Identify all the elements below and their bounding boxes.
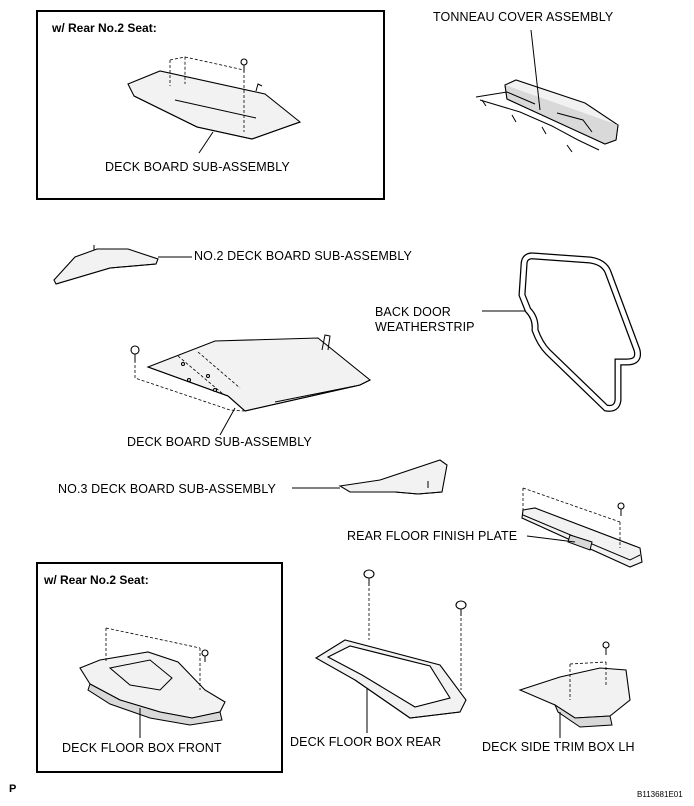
deck-floor-box-rear-label: DECK FLOOR BOX REAR (290, 735, 442, 749)
deck-side-trim-box-illustration (518, 661, 631, 728)
top-inset-leader-line (198, 131, 214, 154)
finish-plate-clip-icon (617, 502, 625, 516)
tonneau-cover-label: TONNEAU COVER ASSEMBLY (433, 10, 614, 24)
finish-plate-leader-line (526, 535, 576, 543)
tonneau-cover-illustration (475, 79, 619, 153)
deck-board-top-illustration (127, 56, 302, 140)
floor-box-rear-clips-icon (363, 569, 467, 690)
back-door-weatherstrip-illustration (518, 252, 641, 412)
figure-id: B113681E01 (637, 790, 683, 799)
deck-board-leader-line (219, 407, 236, 436)
deck-floor-box-front-illustration (79, 627, 226, 726)
deck-board-label: DECK BOARD SUB-ASSEMBLY (127, 435, 312, 449)
bottom-inset-title: w/ Rear No.2 Seat: (44, 573, 149, 587)
floor-box-front-clip-icon (201, 649, 209, 662)
rear-floor-finish-plate-illustration (521, 487, 643, 568)
no2-deck-board-illustration (53, 245, 159, 285)
side-trim-clip-icon (602, 641, 610, 655)
deck-floor-box-rear-illustration (314, 639, 467, 719)
deck-side-trim-box-label: DECK SIDE TRIM BOX LH (482, 740, 635, 754)
top-inset-bolt-icon (240, 58, 248, 72)
corner-letter: P (9, 783, 17, 795)
top-inset-deck-board-label: DECK BOARD SUB-ASSEMBLY (105, 160, 290, 174)
no3-deck-board-illustration (338, 459, 448, 495)
weatherstrip-label: BACK DOOR WEATHERSTRIP (375, 305, 475, 335)
no3-deck-board-label: NO.3 DECK BOARD SUB-ASSEMBLY (58, 482, 276, 496)
tonneau-leader-line (530, 29, 541, 111)
top-inset-title: w/ Rear No.2 Seat: (52, 21, 157, 35)
top-inset-frame (36, 10, 385, 200)
bottom-inset-frame (36, 562, 283, 773)
deck-board-illustration (134, 334, 372, 412)
weatherstrip-label-line2: WEATHERSTRIP (375, 320, 475, 334)
deck-floor-box-front-label: DECK FLOOR BOX FRONT (62, 741, 222, 755)
deck-board-bolt-icon (130, 345, 140, 362)
rear-floor-finish-plate-label: REAR FLOOR FINISH PLATE (347, 529, 518, 543)
no2-deck-board-label: NO.2 DECK BOARD SUB-ASSEMBLY (194, 249, 412, 263)
weatherstrip-label-line1: BACK DOOR (375, 305, 451, 319)
